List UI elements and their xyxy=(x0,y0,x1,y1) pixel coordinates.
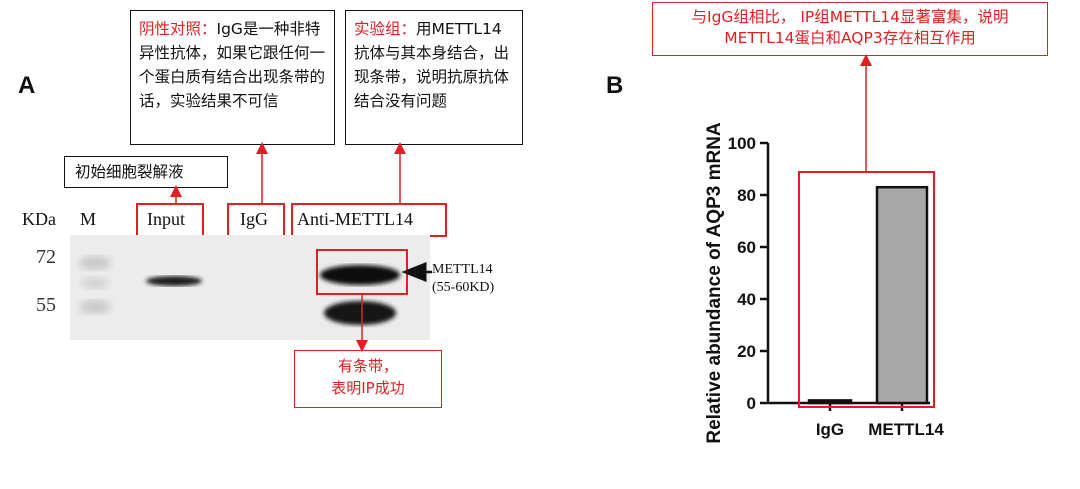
negative-control-callout: 阴性对照：IgG是一种非特异性抗体，如果它跟任何一个蛋白质有结合出现条带的话，实… xyxy=(130,10,335,145)
negative-control-heading: 阴性对照： xyxy=(139,20,217,38)
x-tick-label-igg: IgG xyxy=(816,420,844,439)
western-blot-image xyxy=(70,235,430,340)
y-tick-label-40: 40 xyxy=(737,290,756,309)
anti-mettl14-band-lower xyxy=(324,301,396,325)
lane-label-marker: M xyxy=(80,209,97,229)
y-tick-label-0: 0 xyxy=(747,394,756,413)
mw-marker-55: 55 xyxy=(36,294,56,316)
marker-band-mid xyxy=(81,277,109,289)
y-tick-label-60: 60 xyxy=(737,238,756,257)
lane-label-kda: KDa xyxy=(22,209,56,229)
lysate-callout: 初始细胞裂解液 xyxy=(64,156,228,188)
negative-control-text: IgG是一种非特异性抗体，如果它跟任何一个蛋白质有结合出现条带的话，实验结果不可… xyxy=(139,20,326,110)
conclusion-note: 与IgG组相比， IP组METTL14显著富集，说明 METTL14蛋白和AQP… xyxy=(652,2,1048,56)
x-tick-label-mettl14: METTL14 xyxy=(868,420,944,439)
panel-a-letter: A xyxy=(18,72,36,99)
experiment-group-text: 用METTL14抗体与其本身结合，出现条带，说明抗原抗体结合没有问题 xyxy=(354,20,510,110)
panel-b-letter: B xyxy=(606,72,624,99)
band-highlight-box xyxy=(316,249,408,295)
y-axis-label: Relative abundance of AQP3 mRNA xyxy=(704,122,725,444)
bar-mettl14 xyxy=(875,185,929,405)
anti-mettl14-band-upper xyxy=(320,265,400,285)
band-label-mettl14: METTL14 xyxy=(432,262,493,277)
bars-highlight-box xyxy=(798,171,935,408)
y-tick-label-100: 100 xyxy=(728,134,756,153)
input-band xyxy=(146,276,202,286)
marker-band-55 xyxy=(79,300,111,314)
lane-label-input: Input xyxy=(147,209,185,229)
blot-bands xyxy=(70,235,430,340)
lane-label-anti-mettl14: Anti-METTL14 xyxy=(297,209,413,229)
band-label-size: (55-60KD) xyxy=(432,280,495,295)
experiment-group-callout: 实验组：用METTL14抗体与其本身结合，出现条带，说明抗原抗体结合没有问题 xyxy=(345,10,523,145)
experiment-group-heading: 实验组： xyxy=(354,20,417,38)
lane-label-igg: IgG xyxy=(240,209,268,229)
y-tick-label-20: 20 xyxy=(737,342,756,361)
ip-success-note: 有条带， 表明IP成功 xyxy=(294,350,442,408)
marker-band-72 xyxy=(79,256,111,270)
y-tick-label-80: 80 xyxy=(737,186,756,205)
mw-marker-72: 72 xyxy=(36,246,56,268)
